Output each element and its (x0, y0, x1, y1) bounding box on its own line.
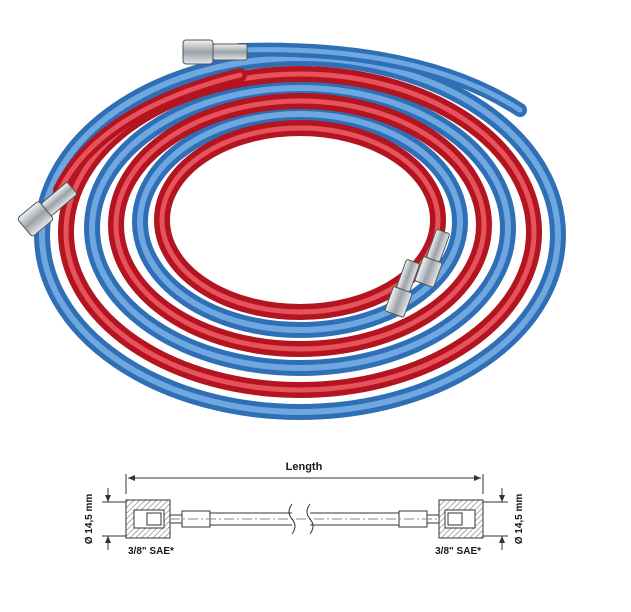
lower-fitting-1 (384, 259, 420, 318)
left-diameter-label: Ø 14,5 mm (84, 494, 95, 545)
right-diameter-label: Ø 14,5 mm (514, 494, 525, 545)
left-fitting (17, 182, 77, 237)
right-diameter-dimension (483, 488, 508, 550)
lower-fitting-2 (414, 229, 450, 288)
hose-dimension-drawing: Length Ø 14,5 mm Ø 14 (84, 461, 525, 557)
right-fitting-label: 3/8" SAE* (435, 546, 481, 557)
left-diameter-dimension (102, 488, 126, 550)
right-fitting-drawing (426, 499, 484, 539)
length-dimension (125, 474, 484, 494)
left-fitting-drawing (125, 499, 183, 539)
left-fitting-label: 3/8" SAE* (128, 546, 174, 557)
red-hose (53, 66, 542, 398)
blue-hose (34, 42, 566, 420)
hose-photo (17, 39, 566, 420)
length-label: Length (286, 461, 323, 473)
hose-body-drawing (170, 503, 439, 535)
top-fitting (182, 39, 248, 65)
